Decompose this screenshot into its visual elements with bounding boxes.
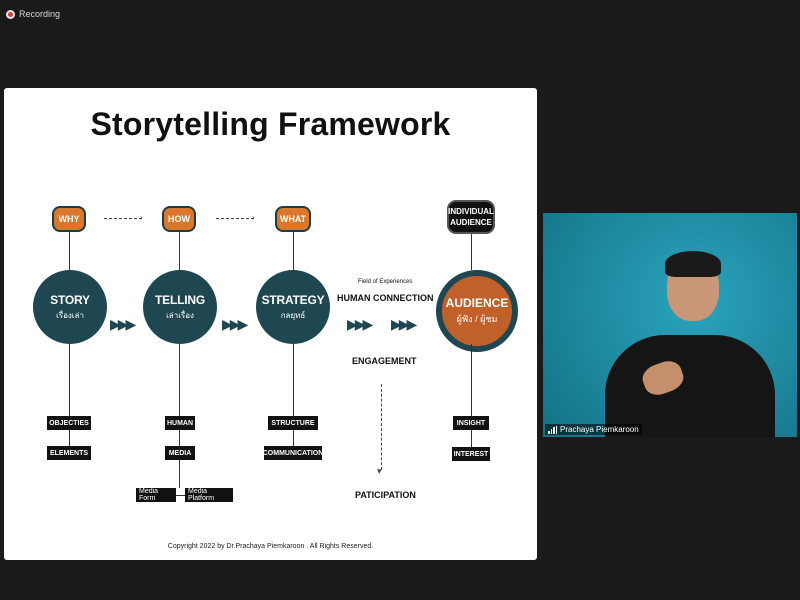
copyright-text: Copyright 2022 by Dr.Prachaya Piemkaroon… bbox=[167, 543, 374, 550]
shared-slide: Storytelling Framework WHY HOW WHAT INDI… bbox=[4, 88, 537, 560]
audience-title: AUDIENCE bbox=[445, 296, 509, 310]
telling-subtitle: เล่าเรื่อง bbox=[166, 310, 194, 320]
connector-line bbox=[179, 232, 180, 270]
audience-circle: AUDIENCE ผู้ฟัง / ผู้ชม bbox=[436, 270, 518, 352]
what-label: WHAT bbox=[275, 206, 311, 232]
individual-audience-line2: AUDIENCE bbox=[450, 218, 492, 227]
connector-line bbox=[471, 344, 472, 460]
signal-bars-icon bbox=[548, 425, 557, 434]
connector-line bbox=[293, 344, 294, 460]
arrow-down-icon: ▾ bbox=[377, 466, 382, 476]
individual-audience-label: INDIVIDUAL AUDIENCE bbox=[447, 200, 495, 234]
dashed-arrow-how-what bbox=[216, 218, 254, 219]
media-box: MEDIA bbox=[165, 446, 195, 460]
participant-video-tile[interactable]: Prachaya Piemkaroon bbox=[543, 213, 797, 437]
story-subtitle: เรื่องเล่า bbox=[56, 310, 84, 320]
triple-arrow-icon: ▶▶▶ bbox=[391, 316, 417, 332]
objecties-box: OBJECTIES bbox=[47, 416, 91, 430]
paticipation-text: PATICIPATION bbox=[355, 490, 416, 500]
strategy-subtitle: กลยุทธ์ bbox=[280, 310, 306, 320]
field-of-experiences-text: Field of Experiences bbox=[358, 279, 413, 285]
interest-box: INTEREST bbox=[452, 447, 490, 461]
connector-line bbox=[471, 234, 472, 270]
recording-label: Recording bbox=[19, 9, 61, 19]
structure-box: STRUCTURE bbox=[268, 416, 318, 430]
connector-line bbox=[179, 344, 180, 460]
engagement-text: ENGAGEMENT bbox=[352, 356, 417, 366]
participant-body bbox=[605, 335, 775, 437]
media-form-box: Media Form bbox=[136, 488, 176, 502]
connector-line bbox=[69, 232, 70, 270]
dashed-arrow-engagement bbox=[381, 384, 382, 470]
recording-indicator: Recording bbox=[6, 9, 60, 19]
arrow-head-icon: › bbox=[252, 213, 255, 222]
elements-box: ELEMENTS bbox=[47, 446, 91, 460]
telling-circle: TELLING เล่าเรื่อง bbox=[143, 270, 217, 344]
triple-arrow-icon: ▶▶▶ bbox=[222, 316, 248, 332]
media-platform-box: Media Platform bbox=[185, 488, 233, 502]
insight-box: INSIGHT bbox=[453, 416, 489, 430]
story-title: STORY bbox=[50, 292, 90, 307]
arrow-head-icon: › bbox=[140, 213, 143, 222]
human-box: HUMAN bbox=[165, 416, 195, 430]
connector-line bbox=[179, 460, 180, 488]
why-label: WHY bbox=[52, 206, 86, 232]
story-circle: STORY เรื่องเล่า bbox=[33, 270, 107, 344]
how-label: HOW bbox=[162, 206, 196, 232]
triple-arrow-icon: ▶▶▶ bbox=[347, 316, 373, 332]
participant-hair bbox=[665, 251, 721, 277]
human-connection-text: HUMAN CONNECTION bbox=[337, 293, 434, 303]
participant-name-tag: Prachaya Piemkaroon bbox=[545, 424, 642, 435]
slide-title: Storytelling Framework bbox=[90, 106, 451, 142]
audience-subtitle: ผู้ฟัง / ผู้ชม bbox=[456, 314, 498, 324]
connector-line bbox=[69, 344, 70, 460]
triple-arrow-icon: ▶▶▶ bbox=[110, 316, 136, 332]
participant-name: Prachaya Piemkaroon bbox=[560, 425, 639, 434]
connector-line bbox=[293, 232, 294, 270]
strategy-title: STRATEGY bbox=[261, 292, 325, 307]
communication-box: COMMUNICATION bbox=[263, 446, 323, 460]
telling-title: TELLING bbox=[155, 292, 205, 307]
individual-audience-line1: INDIVIDUAL bbox=[448, 207, 494, 216]
dashed-arrow-why-how bbox=[104, 218, 142, 219]
connector-line bbox=[176, 495, 186, 496]
recording-icon bbox=[6, 9, 15, 19]
strategy-circle: STRATEGY กลยุทธ์ bbox=[256, 270, 330, 344]
